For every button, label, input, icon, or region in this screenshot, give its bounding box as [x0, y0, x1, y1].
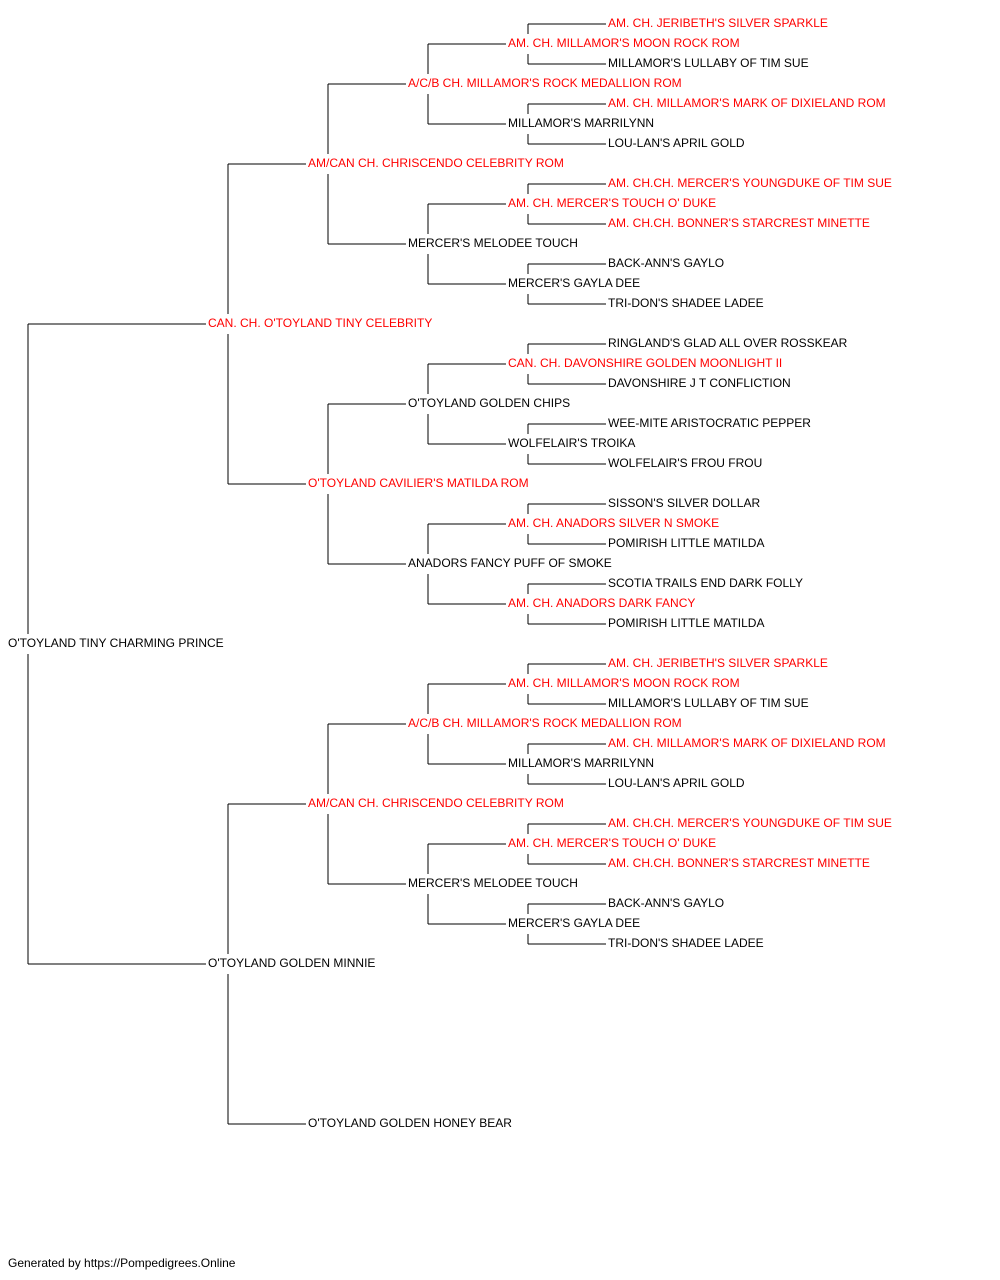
ancestor-name: A/C/B CH. MILLAMOR'S ROCK MEDALLION ROM	[408, 716, 682, 730]
ancestor-name: AM. CH.CH. MERCER'S YOUNGDUKE OF TIM SUE	[608, 176, 892, 190]
ancestor-name: AM. CH. MERCER'S TOUCH O' DUKE	[508, 836, 716, 850]
ancestor-name: MILLAMOR'S MARRILYNN	[508, 756, 654, 770]
ancestor-name: AM/CAN CH. CHRISCENDO CELEBRITY ROM	[308, 156, 564, 170]
ancestor-name: AM. CH. MILLAMOR'S MOON ROCK ROM	[508, 36, 740, 50]
ancestor-name: CAN. CH. O'TOYLAND TINY CELEBRITY	[208, 316, 432, 330]
ancestor-name: AM. CH. MILLAMOR'S MARK OF DIXIELAND ROM	[608, 96, 886, 110]
ancestor-name: O'TOYLAND GOLDEN MINNIE	[208, 956, 375, 970]
ancestor-name: MILLAMOR'S LULLABY OF TIM SUE	[608, 56, 809, 70]
ancestor-name: AM/CAN CH. CHRISCENDO CELEBRITY ROM	[308, 796, 564, 810]
ancestor-name: AM. CH. MERCER'S TOUCH O' DUKE	[508, 196, 716, 210]
ancestor-name: O'TOYLAND CAVILIER'S MATILDA ROM	[308, 476, 529, 490]
ancestor-name: MERCER'S GAYLA DEE	[508, 916, 640, 930]
ancestor-name: O'TOYLAND GOLDEN CHIPS	[408, 396, 570, 410]
ancestor-name: AM. CH.CH. BONNER'S STARCREST MINETTE	[608, 216, 870, 230]
ancestor-name: MERCER'S MELODEE TOUCH	[408, 876, 578, 890]
ancestor-name: AM. CH. ANADORS SILVER N SMOKE	[508, 516, 719, 530]
ancestor-name: MILLAMOR'S LULLABY OF TIM SUE	[608, 696, 809, 710]
ancestor-name: CAN. CH. DAVONSHIRE GOLDEN MOONLIGHT II	[508, 356, 782, 370]
ancestor-name: WEE-MITE ARISTOCRATIC PEPPER	[608, 416, 811, 430]
ancestor-name: POMIRISH LITTLE MATILDA	[608, 616, 764, 630]
ancestor-name: ANADORS FANCY PUFF OF SMOKE	[408, 556, 612, 570]
subject-dog-name: O'TOYLAND TINY CHARMING PRINCE	[8, 636, 224, 650]
ancestor-name: AM. CH. MILLAMOR'S MARK OF DIXIELAND ROM	[608, 736, 886, 750]
ancestor-name: MERCER'S MELODEE TOUCH	[408, 236, 578, 250]
ancestor-name: MERCER'S GAYLA DEE	[508, 276, 640, 290]
ancestor-name: TRI-DON'S SHADEE LADEE	[608, 296, 764, 310]
ancestor-name: WOLFELAIR'S TROIKA	[508, 436, 635, 450]
ancestor-name: DAVONSHIRE J T CONFLICTION	[608, 376, 791, 390]
ancestor-name: SISSON'S SILVER DOLLAR	[608, 496, 760, 510]
ancestor-name: AM. CH. MILLAMOR'S MOON ROCK ROM	[508, 676, 740, 690]
ancestor-name: WOLFELAIR'S FROU FROU	[608, 456, 762, 470]
ancestor-name: AM. CH. JERIBETH'S SILVER SPARKLE	[608, 656, 828, 670]
ancestor-name: AM. CH. ANADORS DARK FANCY	[508, 596, 695, 610]
ancestor-name: TRI-DON'S SHADEE LADEE	[608, 936, 764, 950]
ancestor-name: O'TOYLAND GOLDEN HONEY BEAR	[308, 1116, 512, 1130]
ancestor-name: MILLAMOR'S MARRILYNN	[508, 116, 654, 130]
footer-credit: Generated by https://Pompedigrees.Online	[8, 1256, 236, 1270]
ancestor-name: RINGLAND'S GLAD ALL OVER ROSSKEAR	[608, 336, 848, 350]
ancestor-name: LOU-LAN'S APRIL GOLD	[608, 776, 745, 790]
ancestor-name: AM. CH. JERIBETH'S SILVER SPARKLE	[608, 16, 828, 30]
ancestor-name: POMIRISH LITTLE MATILDA	[608, 536, 764, 550]
ancestor-name: BACK-ANN'S GAYLO	[608, 896, 724, 910]
ancestor-name: LOU-LAN'S APRIL GOLD	[608, 136, 745, 150]
ancestor-name: BACK-ANN'S GAYLO	[608, 256, 724, 270]
ancestor-name: A/C/B CH. MILLAMOR'S ROCK MEDALLION ROM	[408, 76, 682, 90]
ancestor-name: AM. CH.CH. BONNER'S STARCREST MINETTE	[608, 856, 870, 870]
ancestor-name: AM. CH.CH. MERCER'S YOUNGDUKE OF TIM SUE	[608, 816, 892, 830]
ancestor-name: SCOTIA TRAILS END DARK FOLLY	[608, 576, 803, 590]
